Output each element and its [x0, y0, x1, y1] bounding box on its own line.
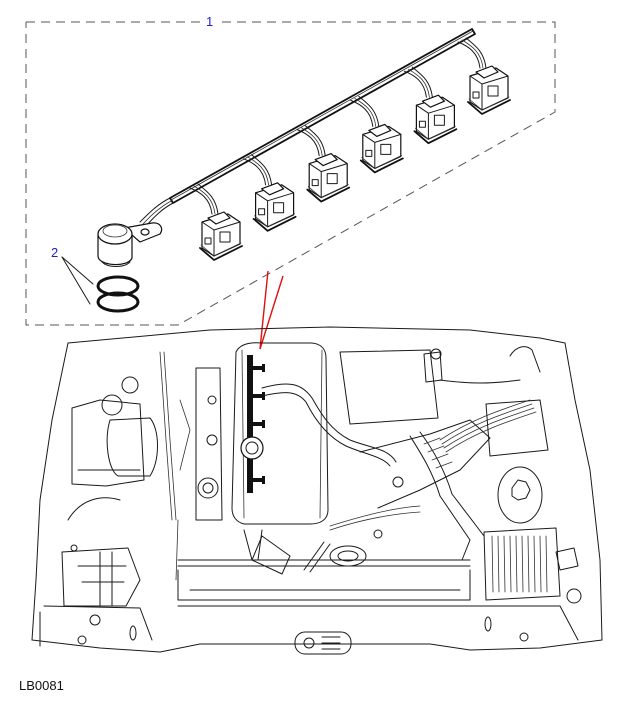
filter-rib: [515, 535, 518, 593]
coil-connector: [189, 183, 243, 261]
filter-rib: [491, 535, 494, 593]
rail-stub: [253, 420, 265, 428]
callout-1[interactable]: 1: [206, 14, 213, 29]
filter-rib: [527, 535, 530, 593]
coil-connector: [403, 66, 458, 145]
filter-rib: [545, 535, 548, 593]
filter-rib: [509, 535, 512, 593]
filter-rib: [521, 535, 524, 593]
rail-stub: [253, 476, 265, 484]
engine-bay: [31, 326, 603, 655]
coil-connector: [296, 125, 351, 203]
callout-2[interactable]: 2: [51, 245, 58, 260]
cam-sensor: [97, 222, 163, 267]
coil-connector: [243, 154, 297, 232]
filter-rib: [533, 535, 536, 593]
coil-connector: [457, 37, 511, 115]
rail-stub: [253, 364, 265, 372]
coil-connector: [350, 95, 404, 174]
filter-rib: [503, 535, 506, 593]
o-rings: [61, 256, 140, 313]
coil-rail-stubs: [253, 364, 265, 484]
kit-boundary: [25, 21, 556, 326]
coil-connectors: [189, 37, 511, 261]
location-leader: [259, 270, 284, 350]
reference-code: LB0081: [19, 678, 64, 693]
filter-rib: [497, 535, 500, 593]
air-filter-ribs: [491, 535, 548, 593]
filter-rib: [539, 535, 542, 593]
